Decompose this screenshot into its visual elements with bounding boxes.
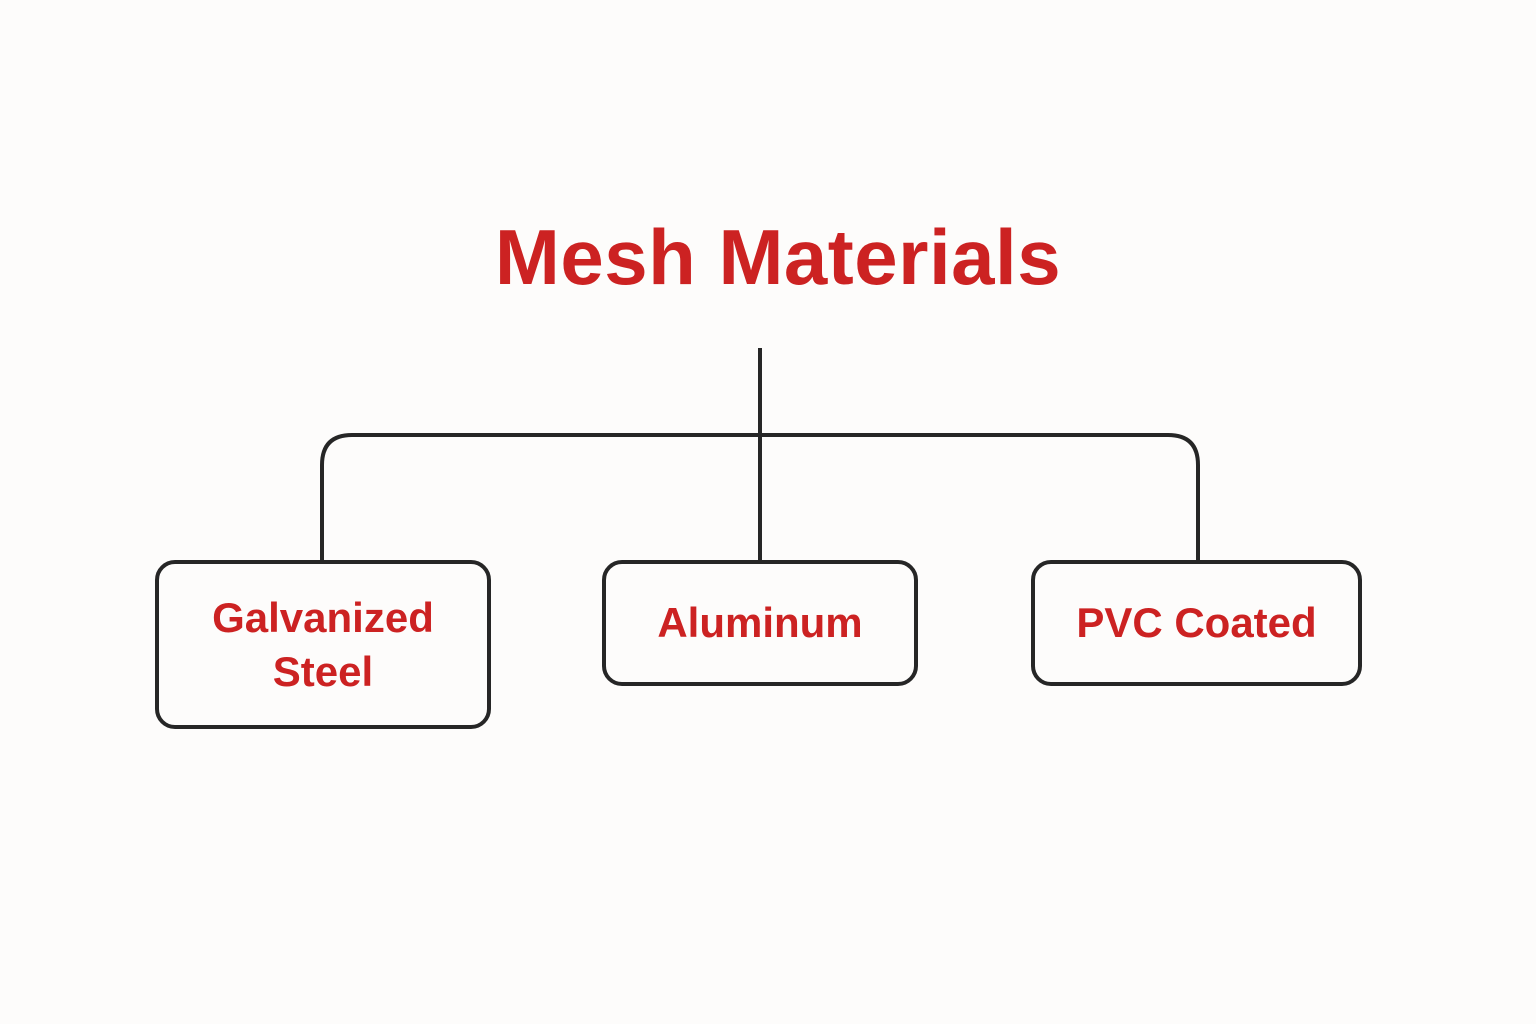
branch-bar	[320, 433, 1200, 560]
node-label: Galvanized Steel	[212, 591, 434, 699]
node-label-line: PVC Coated	[1076, 599, 1317, 646]
node-pvc-coated: PVC Coated	[1031, 560, 1362, 686]
node-label-line: Steel	[272, 647, 374, 695]
diagram-title: Mesh Materials	[494, 213, 1062, 301]
node-label-line: Galvanized	[212, 593, 434, 641]
node-aluminum: Aluminum	[602, 560, 918, 686]
node-label: PVC Coated	[1076, 596, 1316, 650]
node-galvanized-steel: Galvanized Steel	[155, 560, 491, 729]
node-label-line: Aluminum	[657, 599, 863, 646]
node-label: Aluminum	[657, 596, 862, 650]
